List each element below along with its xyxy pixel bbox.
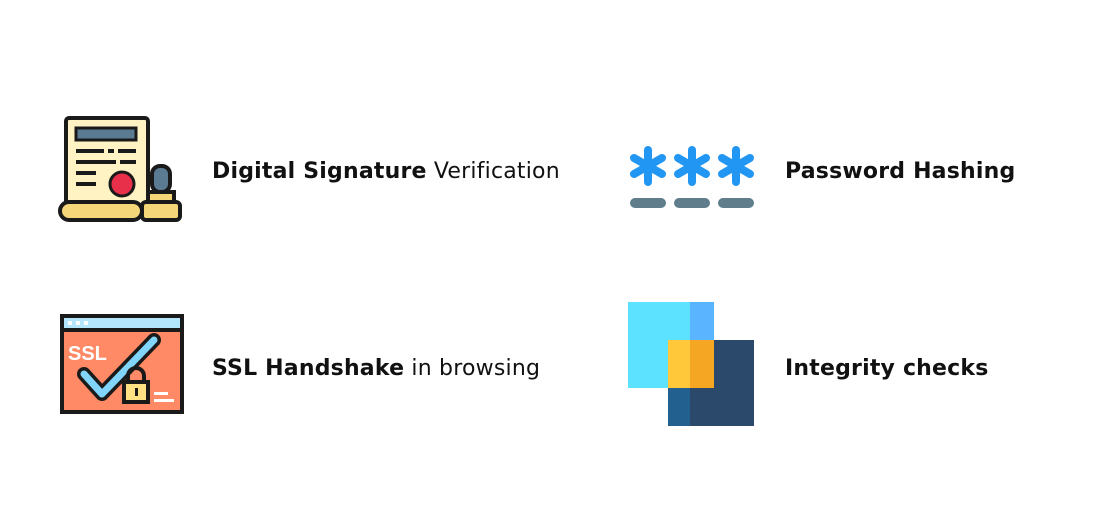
password-asterisks-icon	[630, 146, 754, 208]
feature-label-regular: in browsing	[404, 356, 541, 381]
feature-label-bold: Integrity checks	[785, 356, 989, 381]
feature-label-bold: Password Hashing	[785, 159, 1016, 184]
ssl-browser-lock-icon: SSL	[60, 314, 184, 414]
feature-label-regular: Verification	[426, 159, 560, 184]
certificate-stamp-icon	[58, 116, 182, 222]
feature-label-integrity-checks: Integrity checks	[785, 355, 989, 383]
feature-label-bold: Digital Signature	[212, 159, 427, 184]
feature-label-bold: SSL Handshake	[212, 356, 405, 381]
feature-label-ssl-handshake: SSL Handshake in browsing	[212, 355, 540, 383]
feature-label-password-hashing: Password Hashing	[785, 158, 1015, 186]
feature-label-digital-signature: Digital Signature Verification	[212, 158, 560, 186]
svg-text:SSL: SSL	[68, 343, 107, 365]
overlapping-squares-icon	[628, 302, 754, 426]
